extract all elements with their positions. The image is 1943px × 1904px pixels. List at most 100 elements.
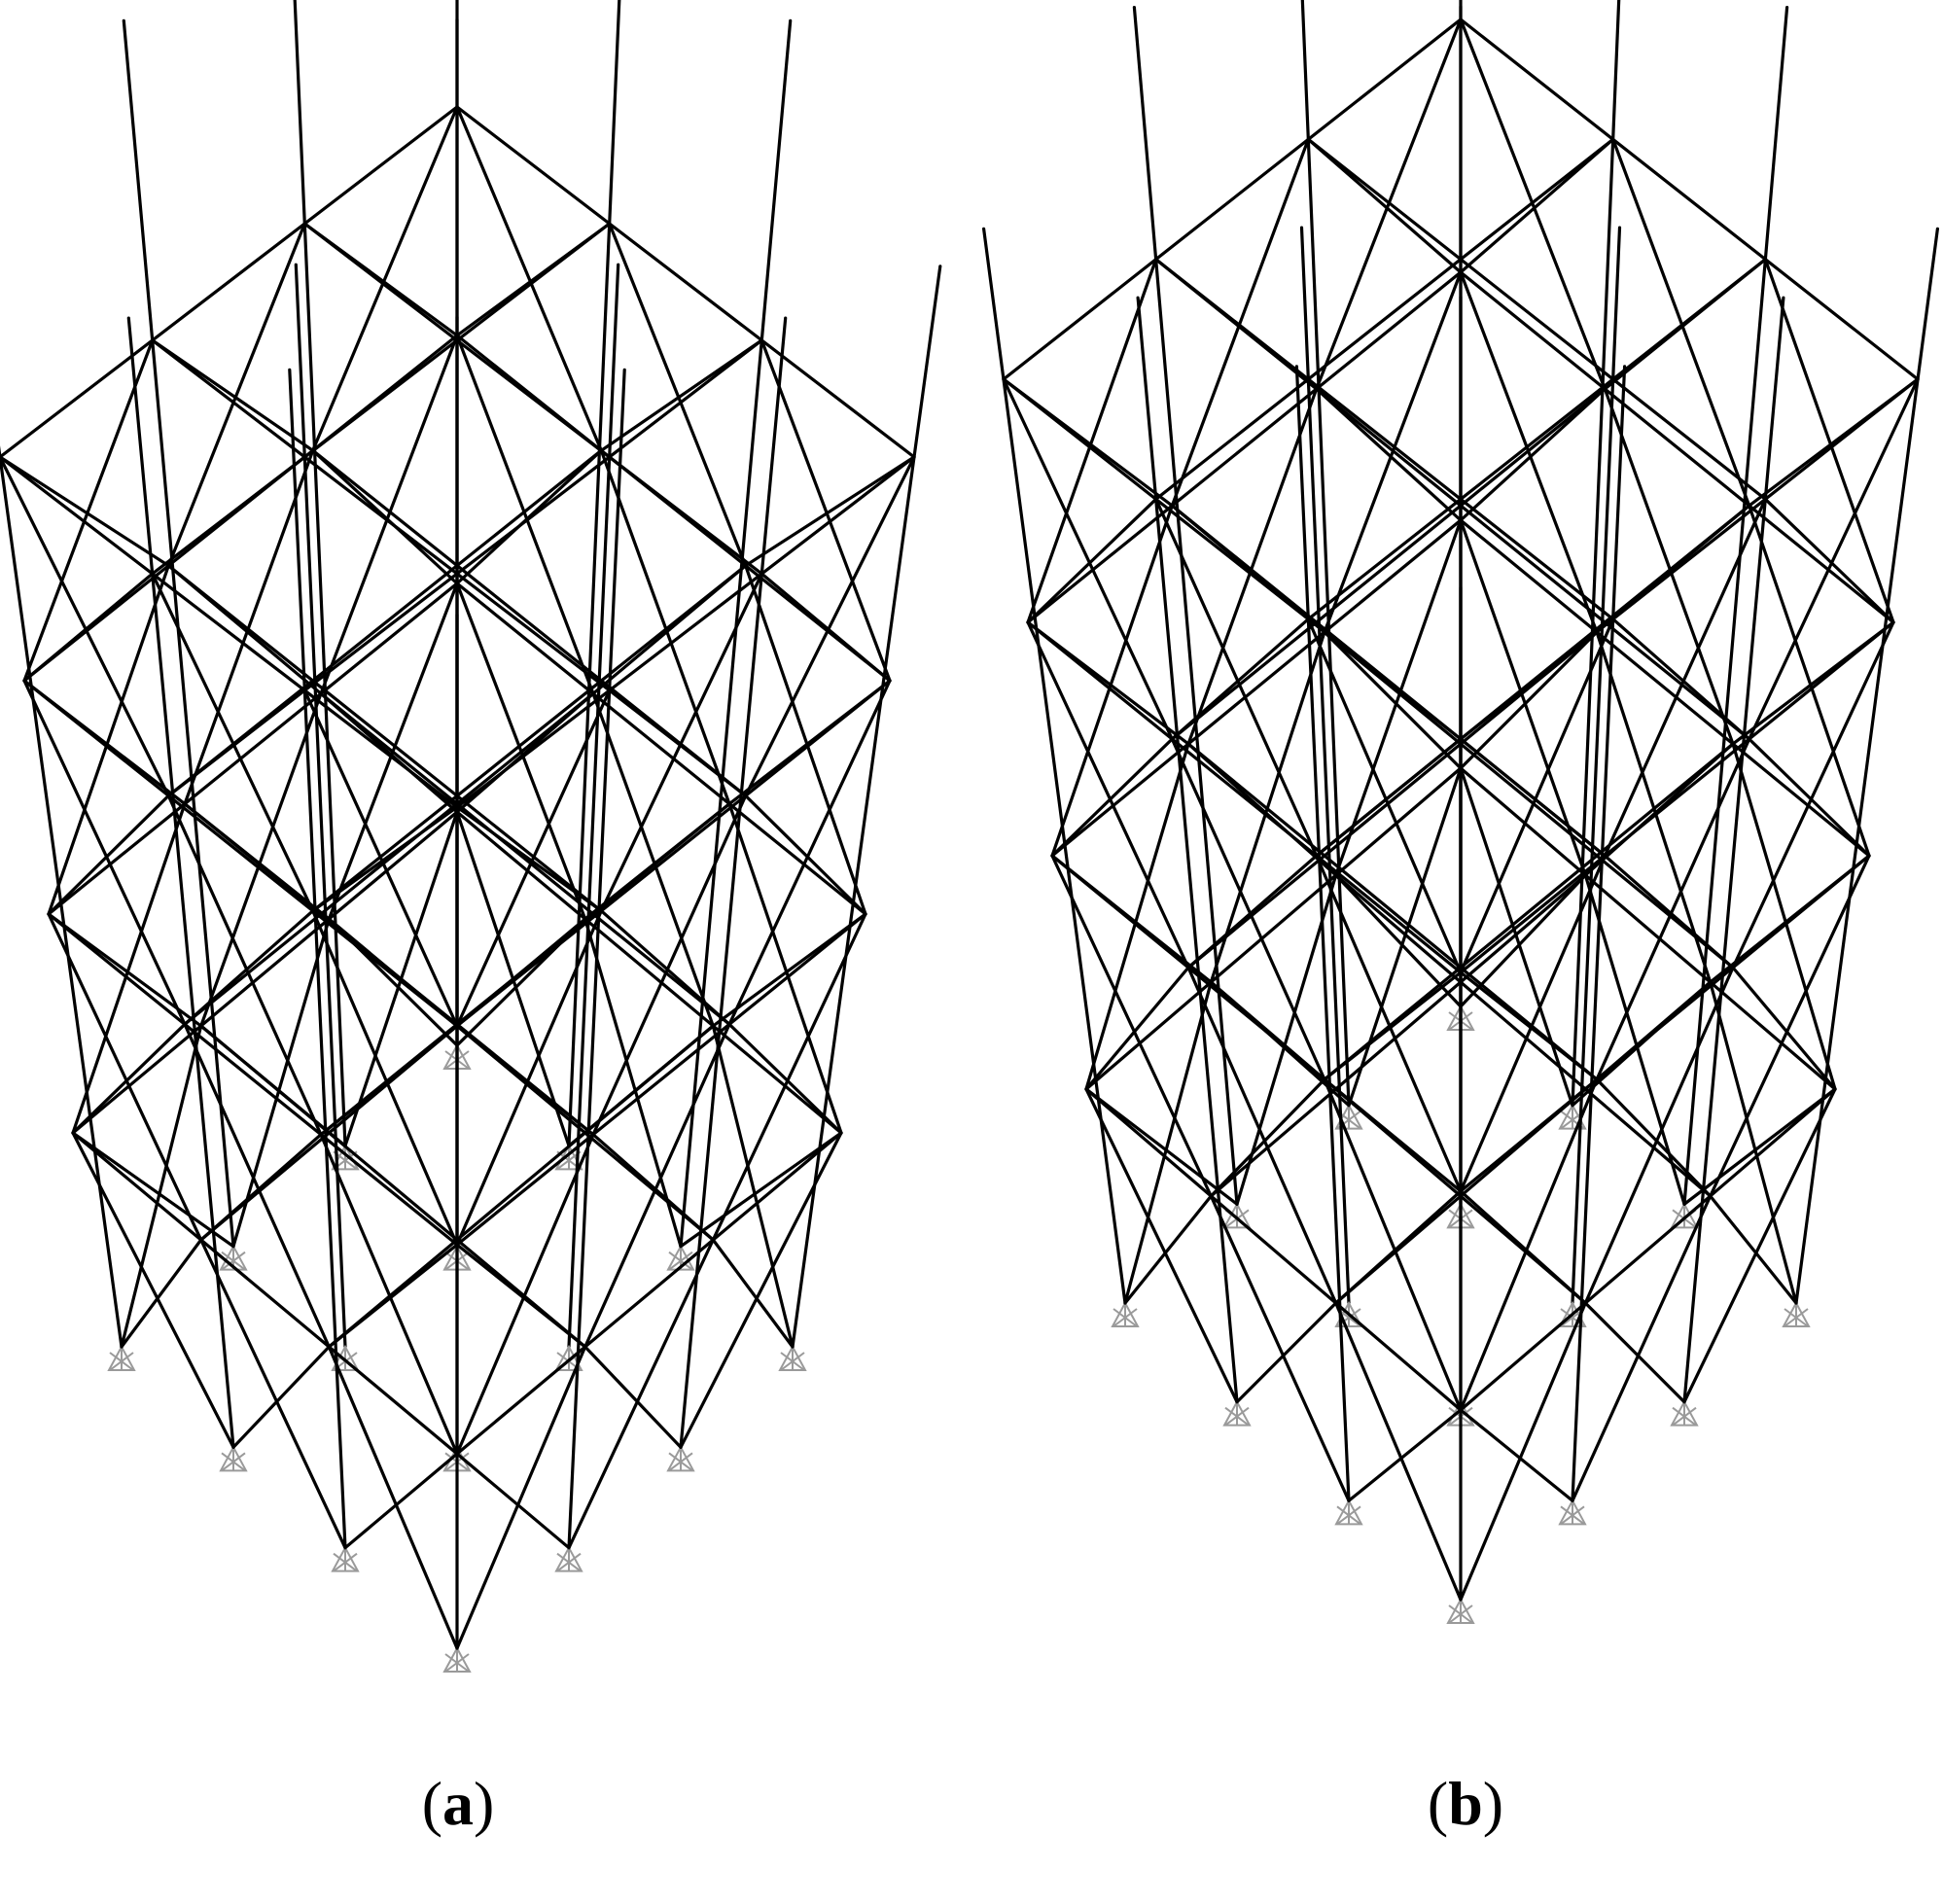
brace-member [1709,980,1798,1305]
brace-member [1459,970,1599,1081]
brace-member [1595,1077,1713,1198]
brace-member [47,793,170,916]
beam-member [71,1131,459,1456]
brace-member [599,338,763,452]
brace-member [1571,1194,1713,1502]
beam-member [302,222,763,576]
brace-member [199,691,323,1028]
beam-member [1459,18,1920,381]
brace-member [151,338,315,452]
brace-member [1731,620,1895,970]
brace-member [1235,1301,1338,1404]
brace-member [166,688,306,797]
brace-member [22,338,155,683]
beam-member [455,1131,843,1456]
brace-member [47,564,170,916]
brace-member [760,572,892,683]
brace-member [0,455,170,797]
pin-support-icon [331,1545,360,1572]
pin-support-icon [219,1445,248,1472]
panel-a-tower-frame [0,0,942,1673]
column-member [1299,226,1351,1305]
beam-member [166,564,603,913]
brace-member [1323,270,1463,634]
brace-member [1323,630,1463,770]
beam-member [1026,270,1463,624]
brace-member [1611,137,1751,508]
brace-member [327,1243,459,1349]
brace-member [0,455,170,568]
brace-member [151,572,315,913]
panel-b-caption: (b) [1427,1769,1504,1838]
brace-member [455,1243,587,1349]
panel-b-tower-frame [981,0,1940,1624]
brace-member [1595,504,1751,634]
brace-member [302,688,459,1028]
beam-member [1323,742,1735,1081]
brace-member [1334,1301,1463,1602]
brace-member [1459,873,1587,1008]
brace-member [455,1345,587,1650]
brace-member [1347,1408,1463,1502]
brace-member [343,810,459,1147]
brace-member [1763,497,1895,624]
brace-member [1209,1194,1351,1502]
column-member [1132,5,1239,1206]
beam-member [1459,518,1871,858]
brace-member [1026,497,1158,624]
brace-member [455,805,603,913]
brace-member [1748,737,1871,858]
beam-member [22,334,459,683]
brace-member [1123,1194,1213,1305]
brace-member [1459,630,1599,770]
brace-member [1459,1077,1599,1412]
pin-support-icon [778,1344,807,1371]
column-member [567,0,621,1147]
beam-member [1334,873,1713,1198]
column-member [981,227,1127,1305]
column-member [0,445,124,1349]
beam-member [1459,620,1895,974]
brace-member [1459,1408,1574,1502]
brace-member [166,564,323,695]
brace-member [760,338,892,683]
column-member [679,18,793,1249]
brace-member [583,1345,683,1449]
brace-member [311,909,459,1247]
beam-member [1002,377,1463,741]
brace-member [455,105,603,452]
brace-member [1583,966,1735,1305]
beam-member [1002,18,1463,381]
brace-member [1323,970,1463,1081]
pin-support-icon [1446,1597,1475,1624]
brace-member [1002,377,1174,741]
brace-member [591,691,715,1028]
brace-member [727,1022,843,1135]
brace-member [679,1131,843,1449]
pin-support-icon [1222,1399,1252,1427]
brace-member [1323,1077,1463,1412]
brace-member [343,1452,459,1550]
beam-member [1459,377,1920,741]
brace-member [311,805,459,913]
brace-member [455,691,595,814]
brace-member [744,793,867,916]
brace-member [1170,137,1310,508]
brace-member [1154,497,1319,858]
brace-member [727,802,843,1135]
brace-member [1123,980,1213,1305]
brace-member [744,455,916,568]
brace-member [1084,966,1190,1091]
brace-member [727,679,892,1026]
brace-member [711,912,867,1242]
brace-member [1748,377,1920,508]
beam-member [455,582,867,916]
brace-member [199,1238,347,1550]
beam-member [47,582,459,916]
brace-member [1611,617,1751,741]
brace-member [583,917,683,1249]
beam-member [1315,387,1751,741]
beam-member [151,222,612,576]
brace-member [47,912,203,1242]
beam-member [1186,742,1599,1081]
